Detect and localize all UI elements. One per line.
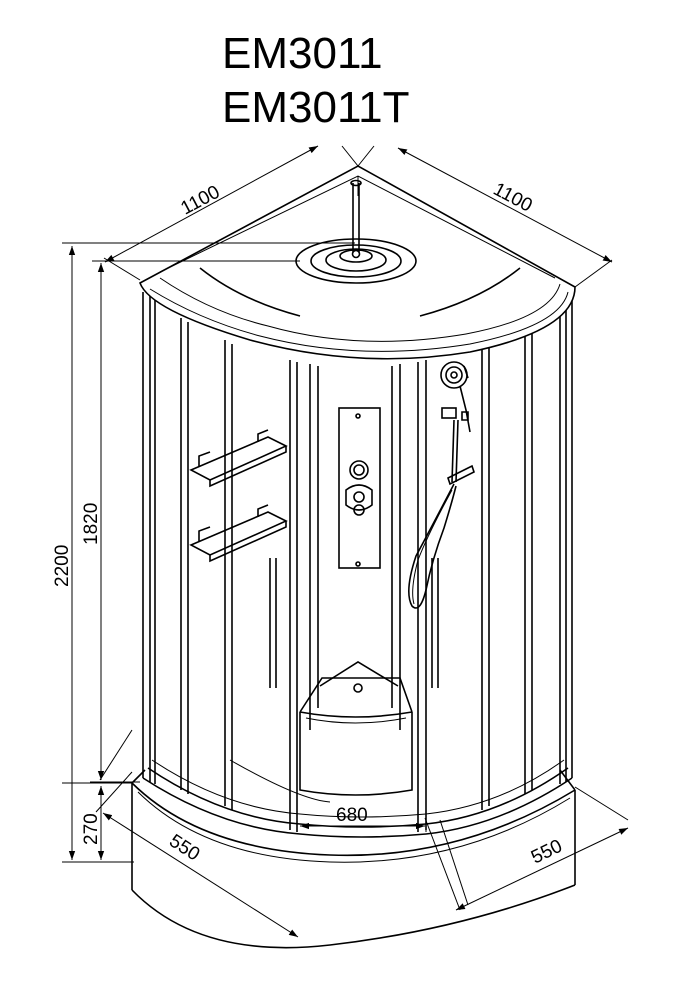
control-panel xyxy=(338,407,381,569)
hand-shower xyxy=(408,361,475,609)
dimension-lines xyxy=(62,145,629,938)
dim-width-right: 1100 xyxy=(490,179,536,217)
dim-width-left: 1100 xyxy=(177,182,223,220)
glass-shelves xyxy=(189,429,288,563)
dim-tray-height: 270 xyxy=(81,813,102,845)
model-title-secondary: EM3011T xyxy=(222,83,410,132)
model-title-primary: EM3011 xyxy=(222,29,383,78)
door-frames xyxy=(142,292,573,838)
dim-total-height: 2200 xyxy=(52,545,73,587)
dim-tray-right: 550 xyxy=(528,836,566,869)
dim-door-opening: 680 xyxy=(336,805,368,826)
inner-seat xyxy=(229,661,413,803)
dim-tray-left: 550 xyxy=(165,831,203,866)
dim-cabin-height: 1820 xyxy=(81,503,102,545)
